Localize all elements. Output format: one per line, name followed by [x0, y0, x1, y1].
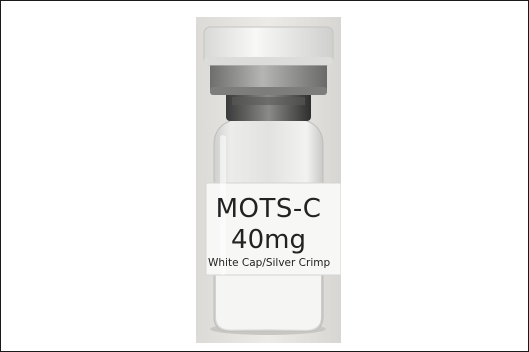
vial-label-description: White Cap/Silver Crimp: [208, 257, 331, 269]
powder: [216, 275, 321, 329]
vial-label-dose: 40mg: [231, 225, 306, 255]
vial-illustration: [196, 17, 341, 343]
vial-neck: [226, 91, 311, 121]
vial-photo: MOTS-C 40mg White Cap/Silver Crimp: [196, 17, 341, 343]
vial-label-name: MOTS-C: [215, 194, 322, 224]
vial-label-background: [205, 182, 341, 276]
silver-crimp: [210, 61, 327, 95]
